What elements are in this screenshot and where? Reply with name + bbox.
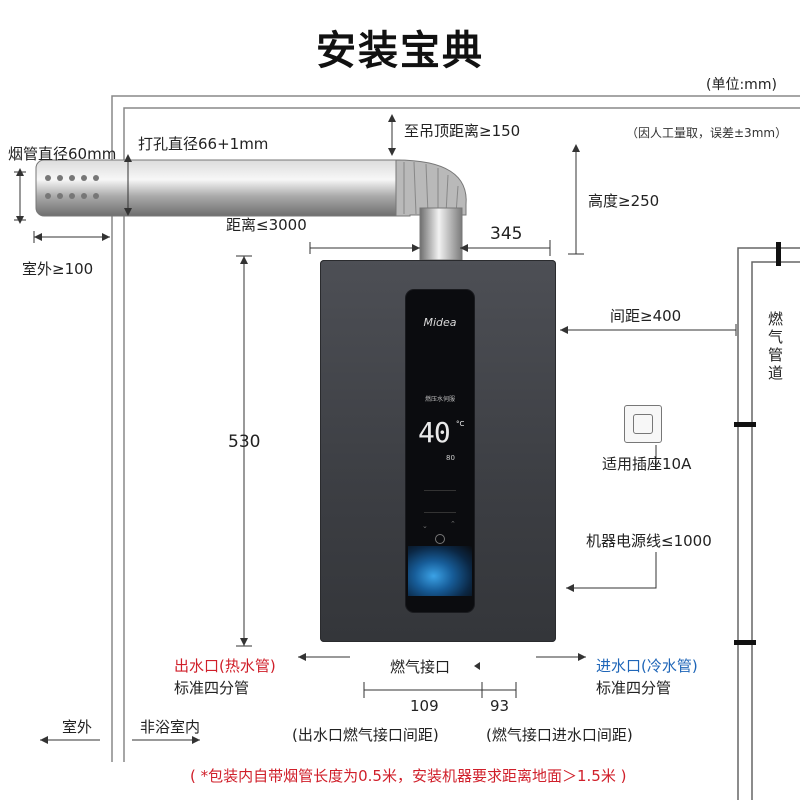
control-panel: Midea 燃压水伺服 40 °C 80 ⌄ ⌃: [406, 290, 474, 612]
outlet-std-label: 标准四分管: [174, 679, 250, 697]
flue-vent-holes: [45, 175, 99, 199]
socket-label: 适用插座10A: [602, 455, 692, 473]
page-title: 安装宝典: [316, 28, 484, 74]
flue-elbow: [395, 159, 467, 217]
gas-pipe-clamp-2: [734, 640, 756, 645]
wall-outer-line: [111, 95, 800, 762]
water-heater: Midea 燃压水伺服 40 °C 80 ⌄ ⌃: [320, 260, 556, 642]
gas-pipe-label: 燃气管道: [768, 310, 784, 382]
secondary-value: 80: [446, 454, 455, 462]
power-socket-icon: [624, 405, 662, 443]
outdoor-label: 室外: [62, 718, 93, 736]
flue-pipe-horizontal: [35, 159, 407, 217]
dist-109-desc: (出水口燃气接口间距): [292, 726, 439, 744]
footnote: ( *包装内自带烟管长度为0.5米，安装机器要求距离地面＞1.5米 ): [190, 767, 627, 785]
power-cord-label: 机器电源线≤1000: [586, 532, 712, 550]
gas-inlet-label: 燃气接口: [390, 658, 451, 676]
chevron-up-icon[interactable]: ⌃: [450, 520, 456, 528]
mode-label: 燃压水伺服: [424, 396, 455, 403]
gas-pipe-inner: [751, 261, 800, 800]
inlet-std-label: 标准四分管: [596, 679, 672, 697]
gas-pipe-clamp-1: [734, 422, 756, 427]
flue-diameter-label: 烟管直径60mm: [8, 145, 117, 163]
height-label: 高度≥250: [588, 192, 660, 210]
dist-93-desc: (燃气接口进水口间距): [486, 726, 633, 744]
outlet-label: 出水口(热水管): [174, 657, 276, 675]
unit-label: (单位:mm): [706, 77, 777, 93]
outdoor-min-label: 室外≥100: [22, 260, 94, 278]
inlet-label: 进水口(冷水管): [596, 657, 698, 675]
pipe-offset-label: 345: [490, 224, 523, 244]
socket-face: [633, 414, 653, 434]
temperature-unit: °C: [456, 420, 465, 428]
dist-109-label: 109: [410, 697, 439, 715]
drill-diameter-label: 打孔直径66+1mm: [138, 135, 269, 153]
dim-power-cord: [566, 552, 657, 589]
panel-divider: [424, 512, 456, 513]
chevron-down-icon[interactable]: ⌄: [422, 522, 428, 530]
distance-label: 距离≤3000: [226, 216, 307, 234]
temperature-display: 40: [418, 416, 451, 449]
ceiling-distance-label: 至吊顶距离≥150: [404, 122, 521, 140]
spacing-label: 间距≥400: [610, 307, 682, 325]
height-530-label: 530: [228, 432, 261, 452]
indoor-label: 非浴室内: [140, 718, 201, 736]
dist-93-label: 93: [490, 697, 510, 715]
flue-pipe-vertical: [419, 207, 463, 261]
power-icon[interactable]: [435, 534, 445, 544]
brand-logo: Midea: [423, 316, 457, 329]
wave-graphic: [408, 546, 472, 596]
panel-divider: [424, 490, 456, 491]
gas-pipe-valve-top: [776, 242, 781, 266]
measure-note: （因人工量取，误差±3mm）: [626, 126, 788, 140]
wall-inner-line: [123, 107, 800, 762]
